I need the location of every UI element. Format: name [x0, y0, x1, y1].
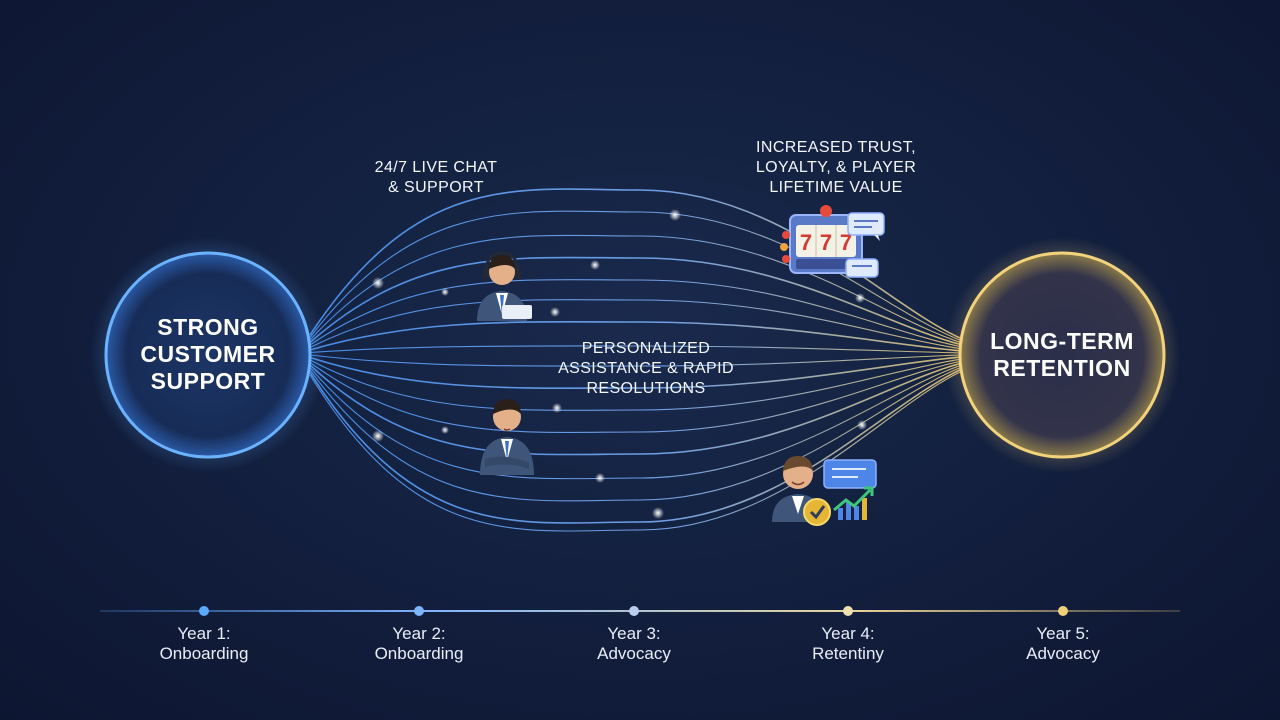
label-trust: INCREASED TRUST, LOYALTY, & PLAYER LIFET… [726, 138, 946, 198]
sparkles [372, 209, 867, 519]
label-live-chat-line-1: 24/7 LIVE CHAT [374, 159, 498, 176]
source-node-line-3: SUPPORT [150, 368, 266, 394]
flow-line [309, 360, 961, 433]
label-personalized-line-1: PERSONALIZED [581, 340, 711, 357]
agent-growth-chart-icon [772, 456, 877, 526]
timeline-dot-4 [843, 606, 853, 616]
timeline-item-2: Year 2: Onboarding [349, 624, 489, 664]
growth-chart-icon [833, 486, 874, 520]
flow-line [309, 365, 961, 480]
timeline-year-3: Year 3: [607, 624, 661, 643]
timeline-stage-2: Onboarding [374, 644, 464, 663]
slot-machine-icon: 7 7 7 [780, 205, 885, 278]
flow-line [309, 362, 961, 456]
timeline-item-3: Year 3: Advocacy [564, 624, 704, 664]
timeline-dot-1 [199, 606, 209, 616]
target-node-line-1: LONG-TERM [990, 328, 1134, 354]
timeline-item-1: Year 1: Onboarding [134, 624, 274, 664]
label-personalized-line-3: RESOLUTIONS [586, 380, 706, 397]
flow-line [309, 299, 961, 350]
flow-line [309, 371, 961, 532]
flow-line [309, 345, 961, 354]
slot-reel-3: 7 [840, 230, 852, 255]
timeline-item-4: Year 4: Retentiny [778, 624, 918, 664]
timeline-stage-5: Advocacy [1026, 644, 1100, 663]
timeline-year-2: Year 2: [392, 624, 446, 643]
timeline-year-1: Year 1: [177, 624, 231, 643]
slot-reel-2: 7 [820, 230, 832, 255]
timeline [100, 606, 1180, 616]
flow-lines [309, 188, 961, 532]
flow-line [309, 279, 961, 348]
timeline-year-5: Year 5: [1036, 624, 1090, 643]
label-personalized-line-2: ASSISTANCE & RAPID [558, 360, 734, 377]
timeline-dot-5 [1058, 606, 1068, 616]
label-personalized: PERSONALIZED ASSISTANCE & RAPID RESOLUTI… [536, 339, 756, 399]
flow-line [309, 369, 961, 524]
chat-bubble-icon [823, 459, 877, 489]
flow-line [309, 358, 961, 411]
chat-bubble-icon [847, 212, 885, 241]
label-live-chat: 24/7 LIVE CHAT & SUPPORT [356, 158, 516, 198]
timeline-year-4: Year 4: [821, 624, 875, 643]
source-node-line-1: STRONG [157, 314, 259, 340]
flow-line [309, 234, 961, 343]
target-node [944, 237, 1180, 473]
flow-line [309, 321, 961, 352]
label-trust-line-3: LIFETIME VALUE [769, 179, 903, 196]
flow-line [309, 367, 961, 502]
label-trust-line-2: LOYALTY, & PLAYER [755, 159, 917, 176]
flow-line [309, 256, 961, 346]
slot-reel-1: 7 [800, 230, 812, 255]
timeline-stage-4: Retentiny [812, 644, 884, 663]
support-agent-icon [480, 399, 534, 475]
flow-line [309, 188, 961, 339]
timeline-item-5: Year 5: Advocacy [993, 624, 1133, 664]
checkmark-badge-icon [803, 498, 831, 526]
source-node-label: STRONG CUSTOMER SUPPORT [108, 314, 308, 395]
flow-line [309, 354, 961, 367]
timeline-dot-3 [629, 606, 639, 616]
chat-bubble-small-icon [845, 258, 879, 278]
flow-line [309, 210, 961, 341]
label-trust-line-1: INCREASED TRUST, [756, 139, 916, 156]
source-node [90, 237, 326, 473]
target-node-line-2: RETENTION [993, 355, 1131, 381]
target-node-label: LONG-TERM RETENTION [962, 328, 1162, 382]
source-node-line-2: CUSTOMER [140, 341, 276, 367]
timeline-stage-3: Advocacy [597, 644, 671, 663]
label-live-chat-line-2: & SUPPORT [388, 179, 484, 196]
flow-line [309, 356, 961, 389]
timeline-dot-2 [414, 606, 424, 616]
timeline-stage-1: Onboarding [159, 644, 249, 663]
support-agent-headset-icon [477, 251, 532, 321]
